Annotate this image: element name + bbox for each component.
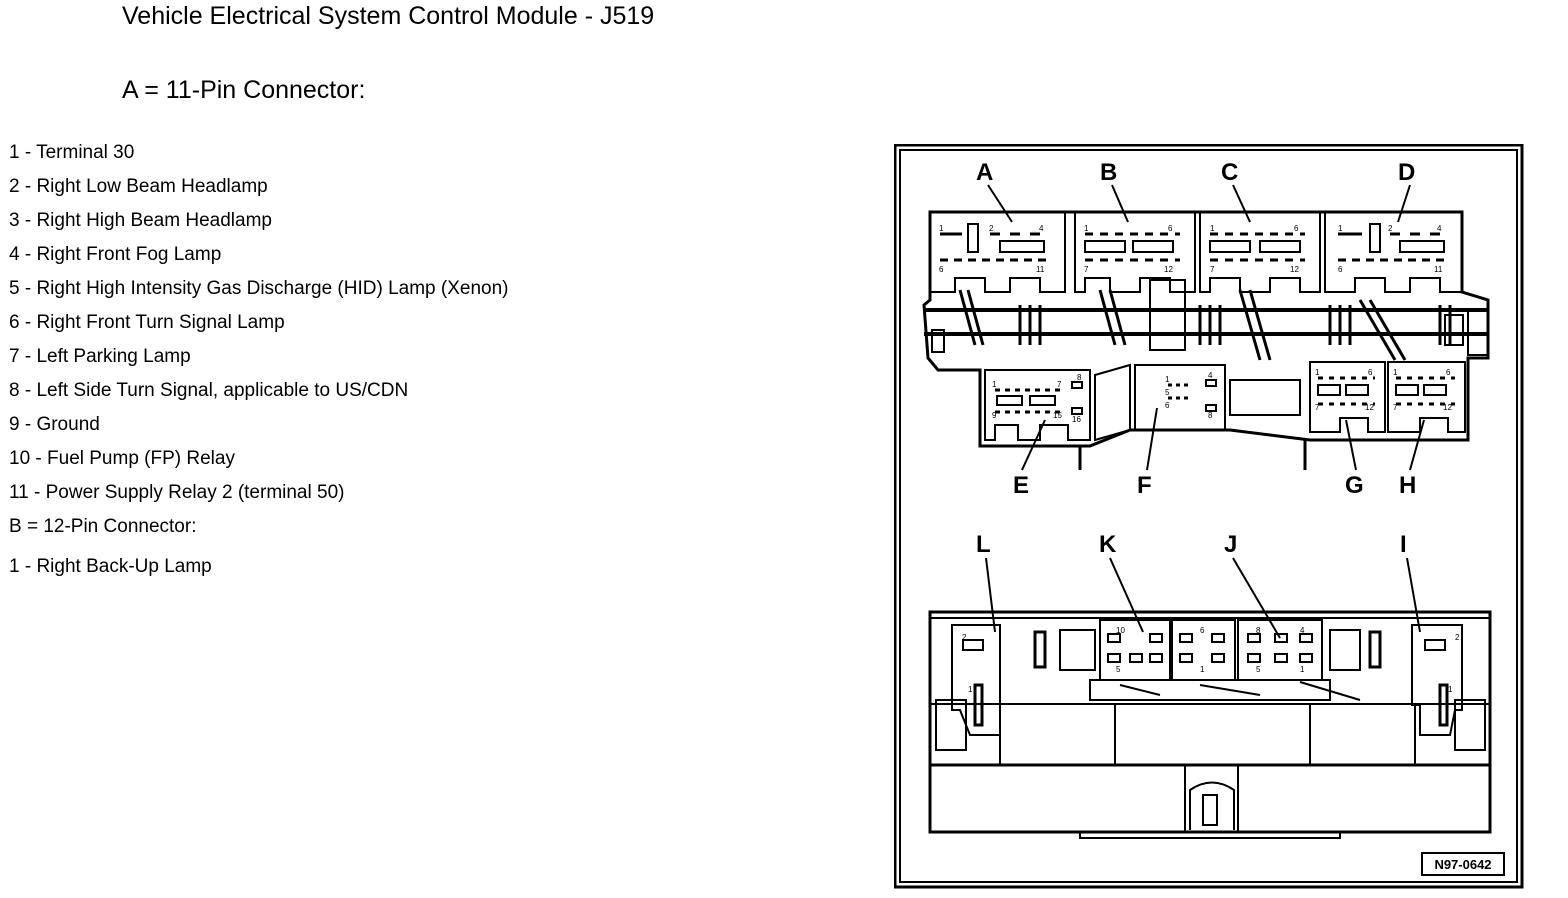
pin-number: 2 <box>989 224 994 233</box>
reference-box <box>1421 852 1505 876</box>
pin-number: 1 <box>1300 665 1305 674</box>
pin-number: 8 <box>1208 411 1213 420</box>
pin-number: 12 <box>1365 403 1374 412</box>
pin-list-item: 4 - Right Front Fog Lamp <box>9 244 222 265</box>
pin-number: 2 <box>1455 633 1460 642</box>
pin-number: 7 <box>1057 380 1062 389</box>
connector-k <box>1099 619 1171 681</box>
pin-number: 1 <box>1448 685 1453 694</box>
pin-number: 1 <box>1165 375 1170 384</box>
pin-list: 1 - Terminal 30 2 - Right Low Beam Headl… <box>9 142 508 590</box>
connector-diagram: A B C D E F G H L K J I 1 2 4 6 11 1 6 7… <box>894 144 1524 889</box>
connector-f <box>1134 364 1226 431</box>
label-c: C <box>1221 159 1238 186</box>
pin-list-item: 10 - Fuel Pump (FP) Relay <box>9 448 235 469</box>
pin-number: 6 <box>1368 368 1373 377</box>
upper-module-housing <box>922 210 1490 470</box>
connector-c <box>1199 211 1321 293</box>
pin-number: 2 <box>962 633 967 642</box>
pin-number: 7 <box>1393 403 1398 412</box>
pin-number: 1 <box>1338 224 1343 233</box>
pin-number: 1 <box>1393 368 1398 377</box>
pin-list-item: 1 - Right Back-Up Lamp <box>9 556 212 577</box>
pin-number: 7 <box>1084 265 1089 274</box>
pin-list-item: 9 - Ground <box>9 414 100 435</box>
pin-number: 16 <box>1072 415 1081 424</box>
label-b: B <box>1100 159 1117 186</box>
diagram-frame <box>894 144 1524 889</box>
pin-number: 5 <box>1256 665 1261 674</box>
pin-number: 1 <box>1084 224 1089 233</box>
pin-number: 5 <box>1165 388 1170 397</box>
pin-number: 12 <box>1164 265 1173 274</box>
pin-number: 4 <box>1300 626 1305 635</box>
pin-number: 9 <box>992 411 997 420</box>
connector-h <box>1387 361 1466 433</box>
pin-number: 6 <box>1294 224 1299 233</box>
connector-block-mid <box>1171 619 1236 681</box>
pin-list-item: 6 - Right Front Turn Signal Lamp <box>9 312 285 333</box>
pin-number: 1 <box>1210 224 1215 233</box>
pin-number: 5 <box>1116 665 1121 674</box>
connector-a-heading: A = 11-Pin Connector: <box>122 76 366 104</box>
pin-number: 6 <box>1338 265 1343 274</box>
pin-list-item: 2 - Right Low Beam Headlamp <box>9 176 268 197</box>
connector-b <box>1074 211 1196 293</box>
pin-number: 4 <box>1208 371 1213 380</box>
pin-list-item: 11 - Power Supply Relay 2 (terminal 50) <box>9 482 345 503</box>
label-d: D <box>1398 159 1415 186</box>
label-a: A <box>976 159 993 186</box>
pin-number: 8 <box>1077 373 1082 382</box>
connector-l <box>951 624 1001 736</box>
pin-list-item: 3 - Right High Beam Headlamp <box>9 210 272 231</box>
pin-number: 4 <box>1039 224 1044 233</box>
pin-number: 6 <box>1446 368 1451 377</box>
leader-lines <box>985 184 1425 639</box>
pin-list-item: 5 - Right High Intensity Gas Discharge (… <box>9 278 509 299</box>
pin-number: 1 <box>1200 665 1205 674</box>
pin-list-item: 7 - Left Parking Lamp <box>9 346 191 367</box>
connector-e <box>984 369 1091 441</box>
connector-j <box>1237 619 1323 681</box>
pin-number: 7 <box>1210 265 1215 274</box>
label-j: J <box>1224 531 1237 558</box>
label-f: F <box>1137 472 1152 499</box>
page-title: Vehicle Electrical System Control Module… <box>122 2 655 30</box>
label-l: L <box>976 531 991 558</box>
pin-number: 11 <box>1434 265 1443 274</box>
pin-number: 10 <box>1116 626 1125 635</box>
pin-number: 4 <box>1437 224 1442 233</box>
label-k: K <box>1099 531 1117 558</box>
label-i: I <box>1400 531 1407 558</box>
pin-number: 8 <box>1256 626 1261 635</box>
connector-d <box>1324 211 1463 293</box>
pin-number: 6 <box>1200 626 1205 635</box>
connector-g <box>1309 361 1386 433</box>
pin-number: 2 <box>1388 224 1393 233</box>
pin-number: 1 <box>1315 368 1320 377</box>
pin-number: 7 <box>1315 403 1320 412</box>
pin-list-item: 8 - Left Side Turn Signal, applicable to… <box>9 380 409 401</box>
pin-number: 15 <box>1053 411 1062 420</box>
connector-b-heading: B = 12-Pin Connector: <box>9 516 197 537</box>
pin-number: 6 <box>1165 401 1170 410</box>
label-e: E <box>1013 472 1029 499</box>
pin-list-item: 1 - Terminal 30 <box>9 142 135 163</box>
pin-number: 1 <box>968 685 973 694</box>
label-g: G <box>1345 472 1364 499</box>
label-h: H <box>1399 472 1416 499</box>
reference-number: N97-0642 <box>1434 857 1491 872</box>
pin-number: 12 <box>1290 265 1299 274</box>
pin-number: 11 <box>1036 265 1045 274</box>
lower-module-housing <box>928 610 1492 839</box>
pin-number: 1 <box>939 224 944 233</box>
diagram-inner-frame <box>899 149 1518 883</box>
connector-a <box>929 211 1066 293</box>
pin-number: 6 <box>939 265 944 274</box>
pin-number: 12 <box>1443 403 1452 412</box>
pin-number: 6 <box>1168 224 1173 233</box>
connector-i <box>1411 624 1463 736</box>
pin-number: 1 <box>992 380 997 389</box>
